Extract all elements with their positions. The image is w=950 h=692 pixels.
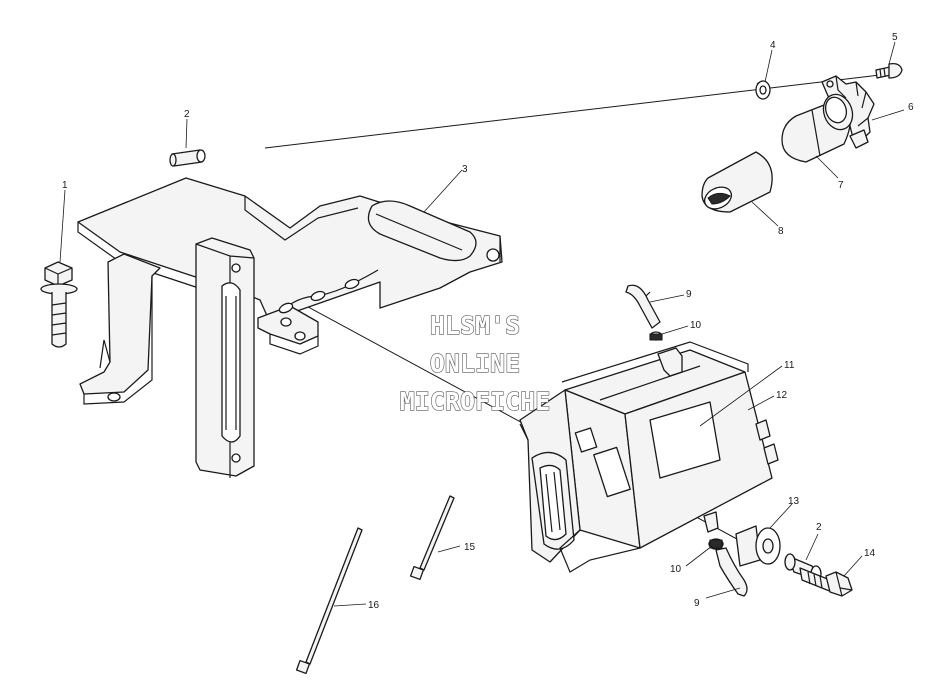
part-12-control-module xyxy=(519,341,779,573)
watermark-line-1: HLSM'S xyxy=(430,311,520,340)
callout-7: 7 xyxy=(838,180,844,191)
callout-8: 8 xyxy=(778,226,784,237)
part-13-grommet xyxy=(735,525,781,567)
callout-9-top: 9 xyxy=(686,289,692,300)
callout-10-bottom: 10 xyxy=(670,564,682,575)
part-8-cap xyxy=(701,151,773,213)
callout-4: 4 xyxy=(770,40,776,51)
callout-6: 6 xyxy=(908,102,914,113)
callout-15: 15 xyxy=(464,542,476,553)
part-1-flange-bolt xyxy=(40,261,78,348)
watermark-line-2: ONLINE xyxy=(430,349,520,378)
callout-5: 5 xyxy=(892,32,898,43)
callout-11: 11 xyxy=(784,360,795,371)
assembly-axis-top xyxy=(264,74,881,149)
leader-lines xyxy=(59,41,905,607)
callout-2-top: 2 xyxy=(184,109,190,120)
part-9-hose-top xyxy=(625,284,661,329)
callout-numbers: 1 2 3 4 5 6 7 8 9 10 11 12 13 2 14 10 9 … xyxy=(62,32,914,611)
part-15-cable-tie xyxy=(409,495,455,581)
callout-10-top: 10 xyxy=(690,320,702,331)
part-7-cylinder xyxy=(781,93,854,163)
callout-1: 1 xyxy=(62,180,68,191)
part-3-mounting-bracket xyxy=(77,177,503,478)
part-2-pin-top xyxy=(169,149,206,167)
callout-16: 16 xyxy=(368,600,380,611)
callout-13: 13 xyxy=(788,496,800,507)
callout-14: 14 xyxy=(864,548,876,559)
part-9-hose-bottom xyxy=(715,547,748,597)
watermark: HLSM'S ONLINE MICROFICHE xyxy=(399,310,551,416)
part-10-clamp-bottom xyxy=(708,538,724,550)
part-10-clamp-top xyxy=(649,331,663,341)
part-14-bolt xyxy=(799,567,853,597)
callout-12: 12 xyxy=(776,390,788,401)
watermark-line-3: MICROFICHE xyxy=(400,387,551,416)
callout-3: 3 xyxy=(462,164,468,175)
callout-9-bottom: 9 xyxy=(694,598,700,609)
part-5-screw xyxy=(875,62,903,79)
callout-2-bottom: 2 xyxy=(816,522,822,533)
part-4-lock-washer xyxy=(755,80,771,100)
part-16-cable-tie xyxy=(295,527,363,675)
